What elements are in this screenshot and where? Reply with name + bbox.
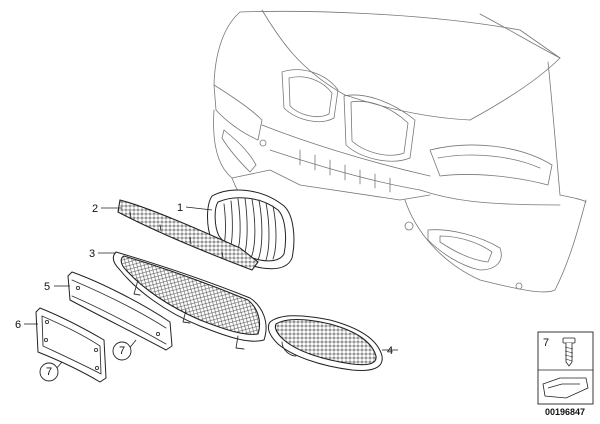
center-mesh-grille bbox=[112, 251, 267, 350]
screw-icon bbox=[562, 337, 576, 367]
upper-grille-strip bbox=[117, 199, 259, 271]
callout-5: 5 bbox=[44, 281, 50, 293]
callout-7-screw-b: 7 bbox=[112, 341, 132, 361]
callout-4: 4 bbox=[387, 345, 393, 357]
callout-7b-label: 7 bbox=[119, 345, 125, 357]
callout-7-screw-a: 7 bbox=[39, 362, 59, 382]
license-plate-bracket bbox=[67, 271, 173, 351]
license-plate-base bbox=[35, 307, 107, 383]
fastener-legend-box: 7 bbox=[537, 331, 594, 405]
side-mesh-grille bbox=[267, 315, 383, 371]
car-front-outline bbox=[213, 9, 587, 293]
callout-7a-label: 7 bbox=[46, 366, 52, 378]
callout-3: 3 bbox=[89, 248, 95, 260]
direction-arrow-icon bbox=[542, 377, 589, 399]
callout-6: 6 bbox=[15, 319, 21, 331]
diagram-reference-code: 00196847 bbox=[545, 407, 585, 417]
callout-2: 2 bbox=[92, 203, 98, 215]
callout-1: 1 bbox=[177, 202, 183, 214]
legend-7-label: 7 bbox=[543, 337, 549, 349]
